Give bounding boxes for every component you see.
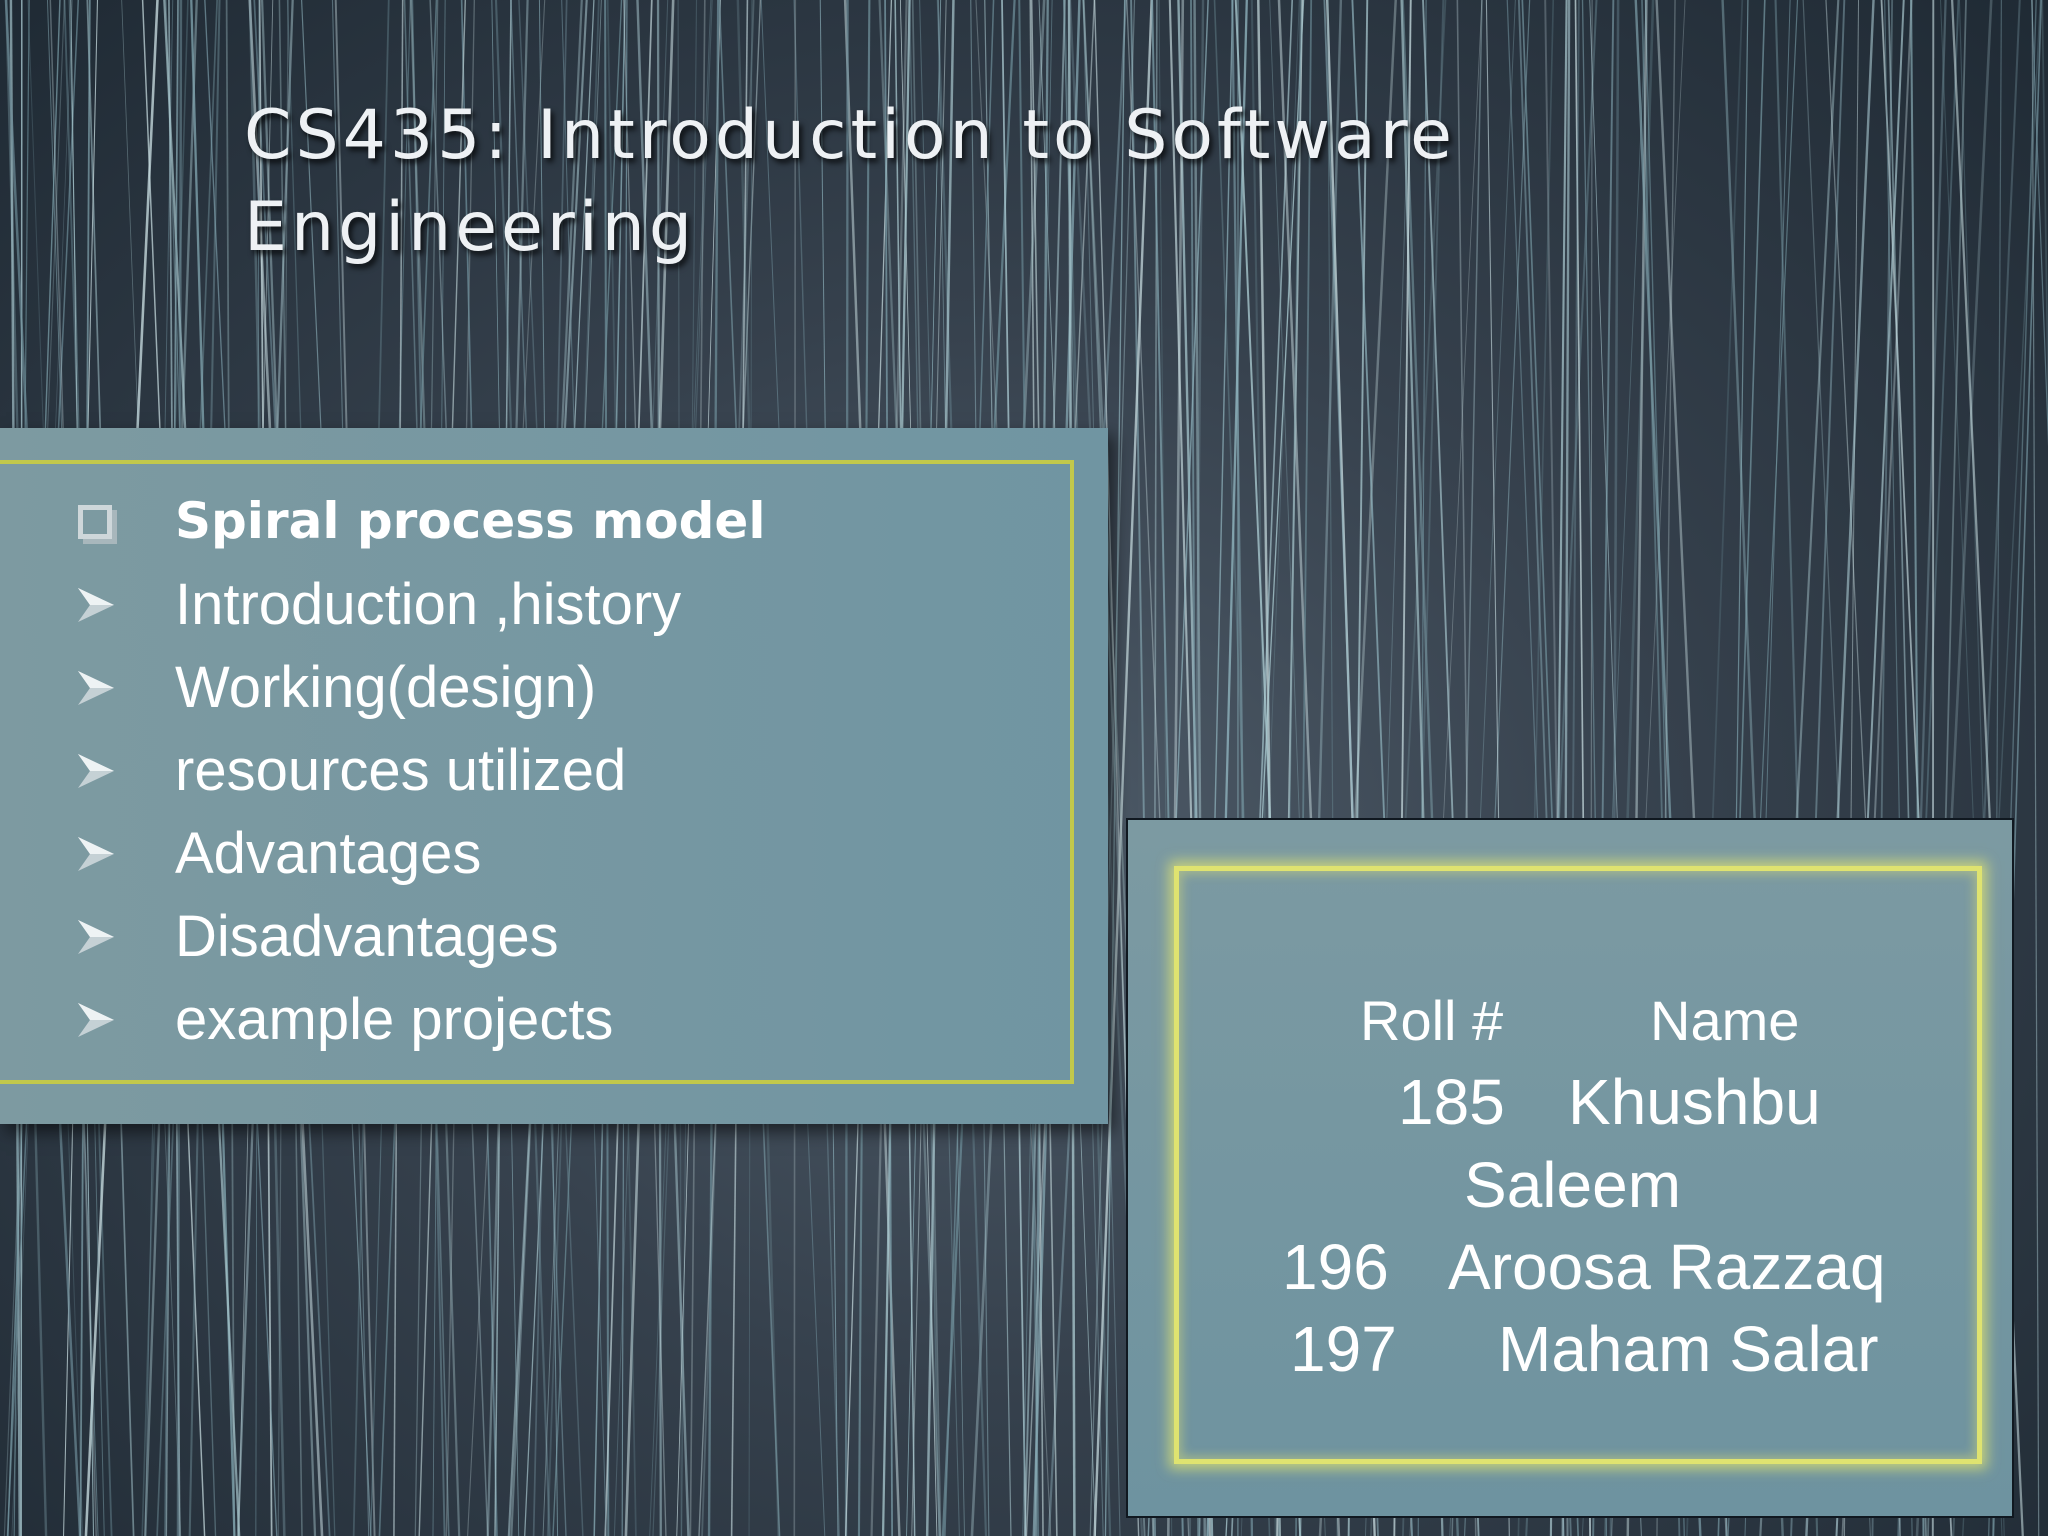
- members-table: Roll # Name 185 Khushbu Saleem 196 Aroos…: [1128, 820, 2016, 1520]
- square-bullet-icon: [78, 504, 112, 539]
- topic-item-label: Disadvantages: [175, 904, 559, 969]
- topic-item: Disadvantages: [0, 895, 765, 978]
- topics-frame: [0, 460, 1074, 1084]
- topic-item: Advantages: [0, 812, 765, 895]
- roll-header: Roll #: [1360, 989, 1504, 1052]
- background-line: [2031, 0, 2048, 447]
- topics-list: Spiral process model Introduction ,histo…: [0, 480, 765, 1061]
- topic-item-label: Working(design): [175, 655, 597, 720]
- slide-title: CS435: Introduction to Software Engineer…: [244, 96, 1456, 267]
- topic-item: Working(design): [0, 646, 765, 729]
- arrow-bullet-icon: [78, 836, 114, 871]
- topic-item-label: Advantages: [175, 821, 482, 886]
- arrow-bullet-icon: [78, 670, 114, 705]
- arrow-bullet-icon: [78, 919, 114, 954]
- member-name: Khushbu: [1568, 1066, 1821, 1138]
- member-roll: 196: [1282, 1231, 1389, 1303]
- member-roll: 185: [1398, 1066, 1505, 1138]
- topics-heading-label: Spiral process model: [175, 492, 766, 550]
- topic-item-label: resources utilized: [175, 738, 627, 803]
- background-line: [1089, 0, 1136, 1536]
- topic-item: Introduction ,history: [0, 563, 765, 646]
- members-panel: Roll # Name 185 Khushbu Saleem 196 Aroos…: [1126, 818, 2014, 1518]
- topics-panel: Spiral process model Introduction ,histo…: [0, 428, 1108, 1124]
- arrow-bullet-icon: [78, 1002, 114, 1037]
- topic-item: example projects: [0, 978, 765, 1061]
- arrow-bullet-icon: [78, 753, 114, 788]
- name-header: Name: [1650, 989, 1800, 1052]
- member-name: Maham Salar: [1498, 1313, 1879, 1385]
- topics-heading: Spiral process model: [0, 480, 765, 563]
- background-line: [2031, 0, 2040, 1536]
- background-line: [1104, 0, 1126, 1536]
- member-name-continued: Saleem: [1464, 1149, 1681, 1221]
- topic-item-label: example projects: [175, 987, 614, 1052]
- members-frame: [1174, 866, 1982, 1464]
- topic-item: resources utilized: [0, 729, 765, 812]
- arrow-bullet-icon: [78, 587, 114, 622]
- background-line: [1093, 0, 1153, 1536]
- background-line: [2041, 0, 2048, 438]
- topic-item-label: Introduction ,history: [175, 572, 682, 637]
- member-name: Aroosa Razzaq: [1448, 1231, 1886, 1303]
- member-roll: 197: [1290, 1313, 1397, 1385]
